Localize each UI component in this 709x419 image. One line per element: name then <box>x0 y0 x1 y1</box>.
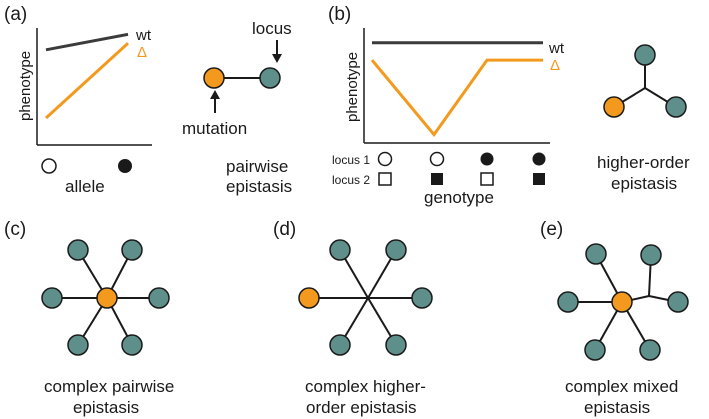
panel-c: (c) complex pairwise epistasis <box>4 219 174 417</box>
panel-b: (b) phenotype wt Δ locus 1 locus 2 genot… <box>328 4 690 207</box>
panel-b-x-axis-label: genotype <box>424 188 494 207</box>
genotype-2-locus-2-filled-square <box>431 173 443 185</box>
locus-label: locus <box>252 19 292 38</box>
complex-higher-order-node <box>329 239 351 261</box>
complex-pairwise-node <box>67 239 89 261</box>
panel-d: (d) complex higher- order epistasis <box>273 219 433 417</box>
genotype-3-locus-1-filled-circle <box>480 152 494 166</box>
complex-higher-order-node <box>385 239 407 261</box>
panel-b-delta-label: Δ <box>550 57 560 74</box>
genotype-1-locus-2-open-square <box>378 172 392 186</box>
genotype-1-locus-1-open-circle <box>377 151 393 167</box>
complex-mixed-mutation-node <box>611 291 633 313</box>
complex-pairwise-caption-line1: complex pairwise <box>44 377 174 396</box>
locus-arrow-head <box>272 54 282 63</box>
complex-pairwise-mutation-node <box>96 287 118 309</box>
complex-mixed-node <box>640 244 662 266</box>
panel-d-label: (d) <box>273 219 296 240</box>
panel-e: (e) complex mixed epistasis <box>540 219 689 417</box>
panel-e-label: (e) <box>540 219 563 240</box>
panel-a-allele-filled-circle <box>118 159 132 173</box>
complex-pairwise-node <box>121 239 143 261</box>
panel-a-wt-line <box>45 32 129 52</box>
complex-mixed-caption-line1: complex mixed <box>565 377 678 396</box>
complex-pairwise-node <box>41 287 63 309</box>
genotype-3-locus-2-open-square <box>480 172 494 186</box>
panel-a: (a) phenotype wt Δ allele locus mutation… <box>4 4 292 196</box>
panel-a-label: (a) <box>4 4 27 25</box>
higher-order-right-node <box>665 96 687 118</box>
complex-higher-order-node <box>329 334 351 356</box>
complex-pairwise-caption-line2: epistasis <box>73 398 139 417</box>
pairwise-locus-node <box>259 67 281 89</box>
panel-a-y-axis-label: phenotype <box>17 51 34 121</box>
higher-order-mutation-node <box>603 96 625 118</box>
complex-higher-order-mutation-node <box>298 287 320 309</box>
locus-2-row-label: locus 2 <box>332 173 370 187</box>
mutation-arrow-head <box>210 90 220 99</box>
higher-order-caption-line1: higher-order <box>597 153 690 172</box>
panel-b-label: (b) <box>328 4 351 25</box>
complex-mixed-node <box>557 291 579 313</box>
pairwise-caption-line2: epistasis <box>226 177 292 196</box>
panel-b-y-axis-label: phenotype <box>344 52 361 122</box>
complex-higher-order-node <box>385 334 407 356</box>
genotype-4-locus-2-filled-square <box>533 173 545 185</box>
complex-higher-order-node <box>411 287 433 309</box>
mutation-label: mutation <box>182 119 247 138</box>
panel-b-delta-line <box>370 58 543 138</box>
pairwise-mutation-node <box>203 67 225 89</box>
panel-b-wt-label: wt <box>548 40 565 57</box>
complex-mixed-node <box>584 339 606 361</box>
panel-c-label: (c) <box>4 219 26 240</box>
complex-mixed-node <box>639 339 661 361</box>
locus-1-row-label: locus 1 <box>332 153 370 167</box>
complex-mixed-node <box>585 243 607 265</box>
genotype-2-locus-1-open-circle <box>429 151 445 167</box>
complex-higher-order-caption-line1: complex higher- <box>305 377 426 396</box>
higher-order-caption-line2: epistasis <box>611 174 677 193</box>
complex-mixed-caption-line2: epistasis <box>584 398 650 417</box>
higher-order-top-node <box>634 44 656 66</box>
pairwise-caption-line1: pairwise <box>226 157 288 176</box>
complex-pairwise-node <box>148 287 170 309</box>
panel-a-delta-line <box>44 42 130 120</box>
complex-higher-order-caption-line2: order epistasis <box>306 398 417 417</box>
complex-mixed-node <box>667 291 689 313</box>
panel-a-allele-open-circle <box>41 158 57 174</box>
complex-pairwise-node <box>121 334 143 356</box>
panel-a-wt-label: wt <box>135 27 152 44</box>
genotype-4-locus-1-filled-circle <box>532 152 546 166</box>
panel-a-delta-label: Δ <box>137 44 147 61</box>
complex-pairwise-node <box>67 334 89 356</box>
panel-a-x-axis-label: allele <box>65 177 105 196</box>
